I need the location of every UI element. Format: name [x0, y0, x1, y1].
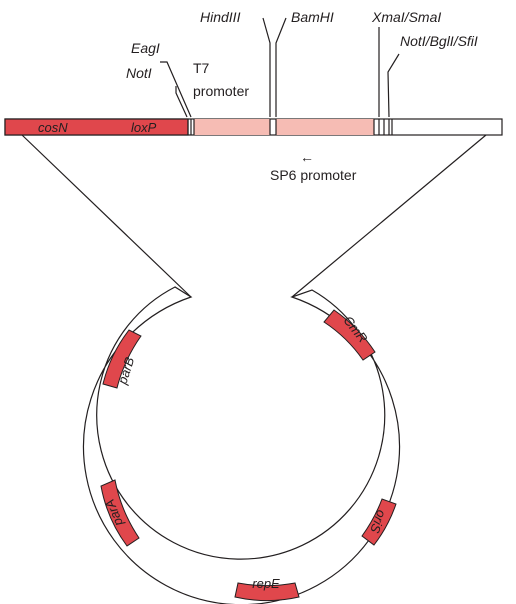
- cosn-loxp-segment: [4, 118, 189, 136]
- noti-left-label: NotI: [126, 65, 152, 81]
- mcs-segment-right: [276, 119, 374, 135]
- repe-segment: [234, 582, 300, 602]
- loxp-label: loxP: [131, 120, 157, 135]
- cmr-segment: [323, 309, 376, 361]
- ring-body: [82, 286, 401, 604]
- para-segment: [100, 479, 140, 547]
- sp6-arrow: ←: [300, 149, 314, 165]
- xmai-smai-label: XmaI/SmaI: [371, 9, 441, 25]
- bamhi-label: BamHI: [291, 9, 334, 25]
- t7-label: T7: [193, 60, 210, 76]
- mcs-segment-left: [194, 119, 270, 135]
- t7-promoter-label: promoter: [193, 83, 249, 99]
- cloning-bar: cosN loxP: [4, 118, 503, 136]
- sp6-promoter-label: SP6 promoter: [270, 167, 357, 183]
- oris-segment: [361, 498, 397, 546]
- noti-bgli-sfii-label: NotI/BglI/SfiI: [400, 33, 478, 49]
- eagi-label: EagI: [131, 40, 160, 56]
- plasmid-ring: [82, 286, 401, 604]
- hindiii-label: HindIII: [200, 9, 241, 25]
- cosn-label: cosN: [38, 120, 68, 135]
- funnel: [21, 134, 487, 298]
- repe-label: repE: [252, 576, 280, 591]
- parb-segment: [102, 329, 142, 389]
- site-leaders: [160, 17, 400, 118]
